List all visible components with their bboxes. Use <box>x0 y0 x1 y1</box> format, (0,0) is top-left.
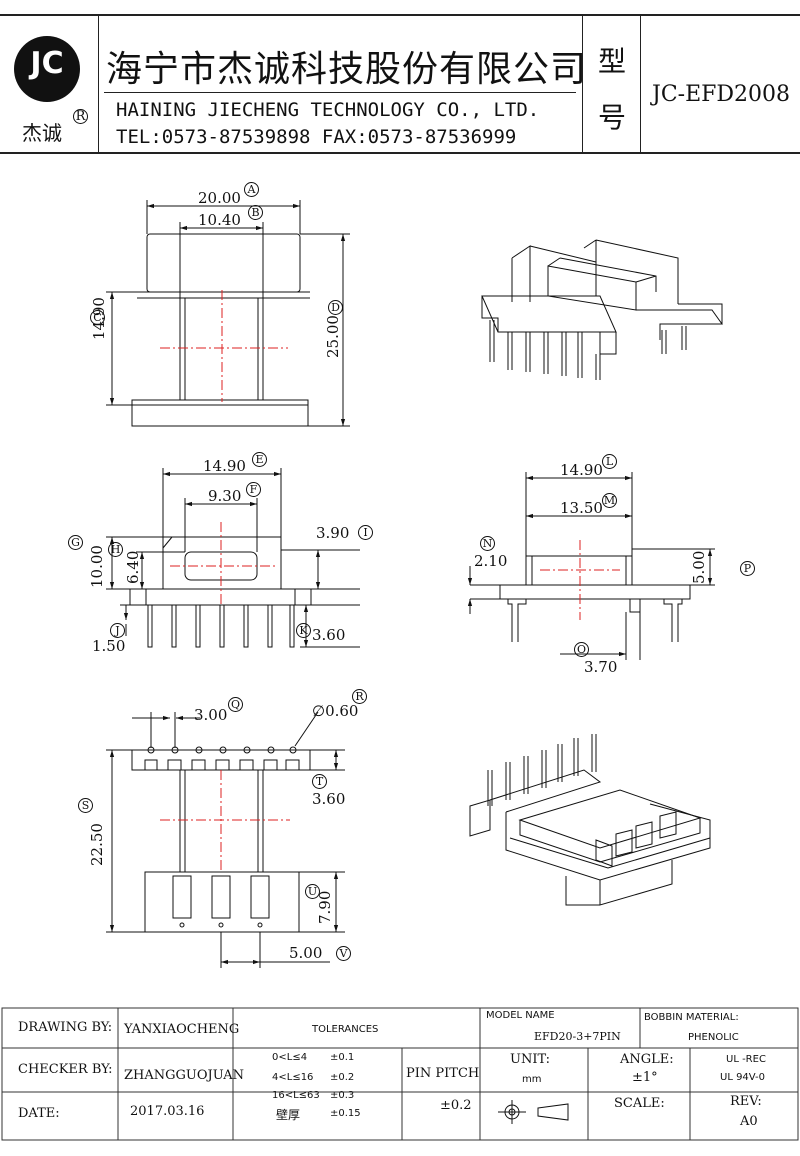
header-bottom-border <box>0 152 800 154</box>
dim-R-value: ∅0.60 <box>312 702 359 720</box>
dim-M-tag: M <box>602 493 617 508</box>
dim-I-tag: I <box>358 525 373 540</box>
header-divider-name <box>104 92 576 93</box>
company-logo <box>14 36 80 102</box>
dim-A-value: 20.00 <box>198 189 241 207</box>
dim-K-tag: K <box>296 623 311 638</box>
isometric-view-bottom <box>469 734 711 906</box>
angle-value: ±1° <box>632 1070 658 1085</box>
dim-F-tag: F <box>246 482 261 497</box>
dim-F-value: 9.30 <box>208 487 242 505</box>
header-divider-type <box>640 14 641 154</box>
ul-94v0: UL 94V-0 <box>720 1072 766 1083</box>
dim-R-tag: R <box>352 689 367 704</box>
model-name-value: EFD20-3+7PIN <box>534 1030 621 1043</box>
dim-I-value: 3.90 <box>316 524 350 542</box>
dim-Q-value: 3.00 <box>194 706 228 724</box>
unit-value: mm <box>522 1074 542 1085</box>
top-view-drawing <box>106 200 350 427</box>
dim-D-value: 25.00 <box>324 315 342 358</box>
dim-B-tag: B <box>248 205 263 220</box>
tol-range-4: 壁厚 <box>276 1108 301 1122</box>
checker-by-label: CHECKER BY: <box>18 1062 113 1077</box>
dim-V-tag: V <box>336 946 351 961</box>
type-label-1: 型 <box>598 45 627 78</box>
dim-D-tag: D <box>328 300 343 315</box>
company-name-chinese: 海宁市杰诚科技股份有限公司 <box>106 49 588 90</box>
dim-J-value: 1.50 <box>92 637 126 655</box>
tolerances-label: TOLERANCES <box>312 1024 379 1035</box>
rev-label: REV: <box>730 1094 762 1109</box>
bottom-view-drawing <box>106 711 345 968</box>
dim-H-tag: H <box>108 542 123 557</box>
tol-range-1: 0<L≤4 <box>272 1052 308 1063</box>
header-divider-logo <box>98 14 99 154</box>
dim-E-tag: E <box>252 452 267 467</box>
logo-text: JC <box>30 46 64 81</box>
dim-U-tag: U <box>305 884 320 899</box>
dim-E-value: 14.90 <box>203 457 246 475</box>
dim-G-value: 10.00 <box>88 545 106 588</box>
front-view-drawing <box>106 468 360 648</box>
isometric-view-top <box>481 239 723 380</box>
company-name-english: HAINING JIECHENG TECHNOLOGY CO., LTD. <box>116 99 540 121</box>
type-label-2: 号 <box>598 101 627 134</box>
unit-label: UNIT: <box>510 1052 551 1067</box>
dim-N-value: 2.10 <box>474 552 508 570</box>
dim-C-tag: C <box>90 310 105 325</box>
rev-value: A0 <box>740 1114 758 1129</box>
tol-value-3: ±0.3 <box>330 1090 355 1101</box>
dim-O-value: 3.70 <box>584 658 618 676</box>
dim-L-tag: L <box>602 454 617 469</box>
drawing-by-value: YANXIAOCHENG <box>124 1022 240 1037</box>
dim-N-tag: N <box>480 536 495 551</box>
model-name-label: MODEL NAME <box>486 1010 555 1021</box>
dim-Q-tag: Q <box>228 697 243 712</box>
dim-B-value: 10.40 <box>198 211 241 229</box>
pin-pitch-label: PIN PITCH <box>406 1066 480 1081</box>
date-label: DATE: <box>18 1106 60 1121</box>
logo-chinese: 杰诚 <box>22 121 62 145</box>
dim-T-tag: T <box>312 774 327 789</box>
registered-mark: R <box>73 109 88 124</box>
checker-by-value: ZHANGGUOJUAN <box>124 1068 245 1083</box>
tol-value-4: ±0.15 <box>330 1108 361 1119</box>
dim-L-value: 14.90 <box>560 461 603 479</box>
dim-S-tag: S <box>78 798 93 813</box>
dim-A-tag: A <box>244 182 259 197</box>
tol-value-2: ±0.2 <box>330 1072 355 1083</box>
pin-pitch-value: ±0.2 <box>440 1098 472 1113</box>
header-divider-model <box>582 14 583 154</box>
dim-G-tag: G <box>68 535 83 550</box>
scale-label: SCALE: <box>614 1096 665 1111</box>
angle-label: ANGLE: <box>620 1052 674 1067</box>
dim-H-value: 6.40 <box>124 550 142 584</box>
tol-range-3: 16<L≤63 <box>272 1090 320 1101</box>
company-contact: TEL:0573-87539898 FAX:0573-87536999 <box>116 126 517 148</box>
dim-M-value: 13.50 <box>560 499 603 517</box>
dim-J-tag: J <box>110 623 125 638</box>
dim-S-value: 22.50 <box>88 823 106 866</box>
dim-K-value: 3.60 <box>312 626 346 644</box>
bobbin-material-value: PHENOLIC <box>688 1032 739 1043</box>
dim-P-value: 5.00 <box>690 550 708 584</box>
tol-range-2: 4<L≤16 <box>272 1072 314 1083</box>
projection-symbol <box>498 1100 569 1124</box>
ul-rec: UL -REC <box>726 1054 766 1065</box>
bobbin-material-label: BOBBIN MATERIAL: <box>644 1012 739 1023</box>
dim-O-tag: O <box>574 642 589 657</box>
model-number: JC-EFD2008 <box>652 82 791 107</box>
title-block-grid <box>1 1007 799 1141</box>
side-view-drawing <box>467 472 715 660</box>
date-value: 2017.03.16 <box>130 1104 205 1119</box>
dim-V-value: 5.00 <box>289 944 323 962</box>
dim-P-tag: P <box>740 561 755 576</box>
header-top-border <box>0 14 800 16</box>
tol-value-1: ±0.1 <box>330 1052 355 1063</box>
drawing-by-label: DRAWING BY: <box>18 1020 113 1035</box>
dim-T-value: 3.60 <box>312 790 346 808</box>
